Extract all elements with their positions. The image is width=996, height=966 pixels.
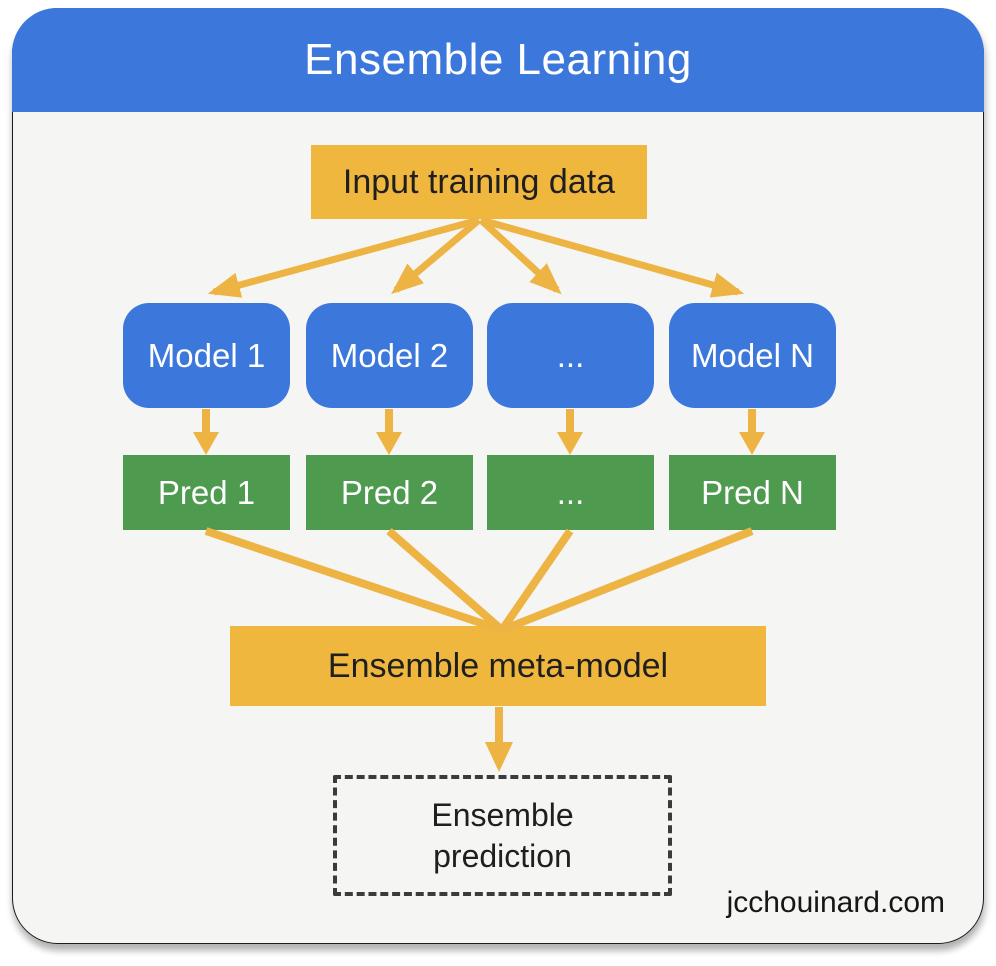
title-bar: Ensemble Learning [12, 8, 984, 112]
ensemble-meta-model-label: Ensemble meta-model [327, 646, 669, 685]
model-n-label: Model N [691, 336, 814, 374]
pred-n-node: Pred N [669, 455, 836, 530]
pred-ellipsis-label: ... [556, 473, 585, 511]
page-title: Ensemble Learning [304, 35, 692, 84]
input-training-data-node: Input training data [311, 145, 647, 219]
model-1-node: Model 1 [123, 303, 290, 408]
pred-ellipsis-node: ... [487, 455, 654, 530]
model-ellipsis-label: ... [556, 336, 585, 374]
pred-1-node: Pred 1 [123, 455, 290, 530]
pred-2-label: Pred 2 [340, 473, 439, 511]
pred-1-label: Pred 1 [157, 473, 256, 511]
model-n-node: Model N [669, 303, 836, 408]
watermark: jcchouinard.com [726, 886, 945, 919]
pred-n-label: Pred N [701, 473, 804, 511]
ensemble-meta-model-node: Ensemble meta-model [230, 626, 766, 706]
ensemble-prediction-label: Ensemble prediction [431, 796, 574, 874]
ensemble-prediction-node: Ensemble prediction [333, 775, 672, 896]
pred-2-node: Pred 2 [306, 455, 473, 530]
model-1-label: Model 1 [147, 336, 266, 374]
input-training-data-label: Input training data [342, 162, 616, 201]
model-2-node: Model 2 [306, 303, 473, 408]
model-2-label: Model 2 [330, 336, 449, 374]
model-ellipsis-node: ... [487, 303, 654, 408]
